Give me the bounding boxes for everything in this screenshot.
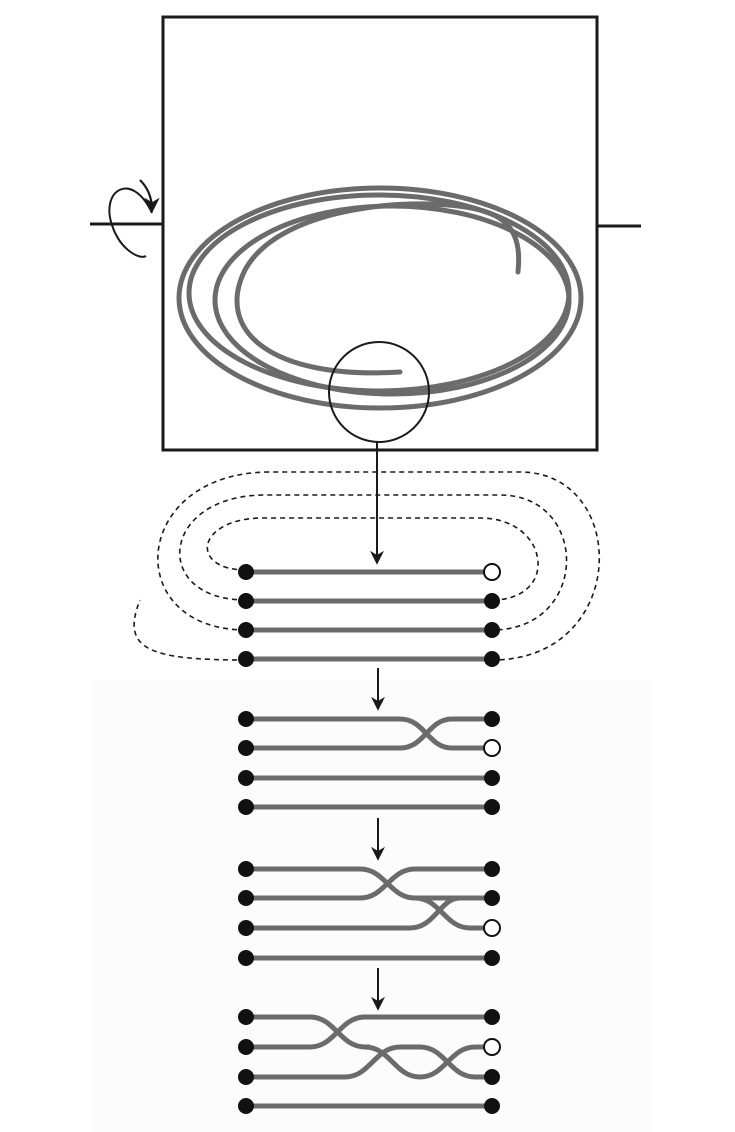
three-crossings <box>238 1009 501 1114</box>
open-end-dot <box>483 1038 501 1056</box>
unrolled-parallel-strands <box>133 471 601 667</box>
strand-end-dots <box>238 563 501 667</box>
open-end-dot <box>483 563 501 581</box>
coiled-strand-box <box>90 15 641 565</box>
open-end-dot <box>483 739 501 757</box>
open-end-dot <box>483 919 501 937</box>
lower-panel-background <box>92 680 652 1132</box>
container-box <box>161 15 599 452</box>
dashed-loop-guides <box>133 471 601 661</box>
two-crossings <box>238 861 501 966</box>
rotation-arrow-icon <box>108 179 160 258</box>
magnifier-circle-icon <box>328 341 430 443</box>
one-crossing <box>238 711 501 815</box>
strand-lines <box>246 569 492 662</box>
coil-strand <box>176 185 584 411</box>
